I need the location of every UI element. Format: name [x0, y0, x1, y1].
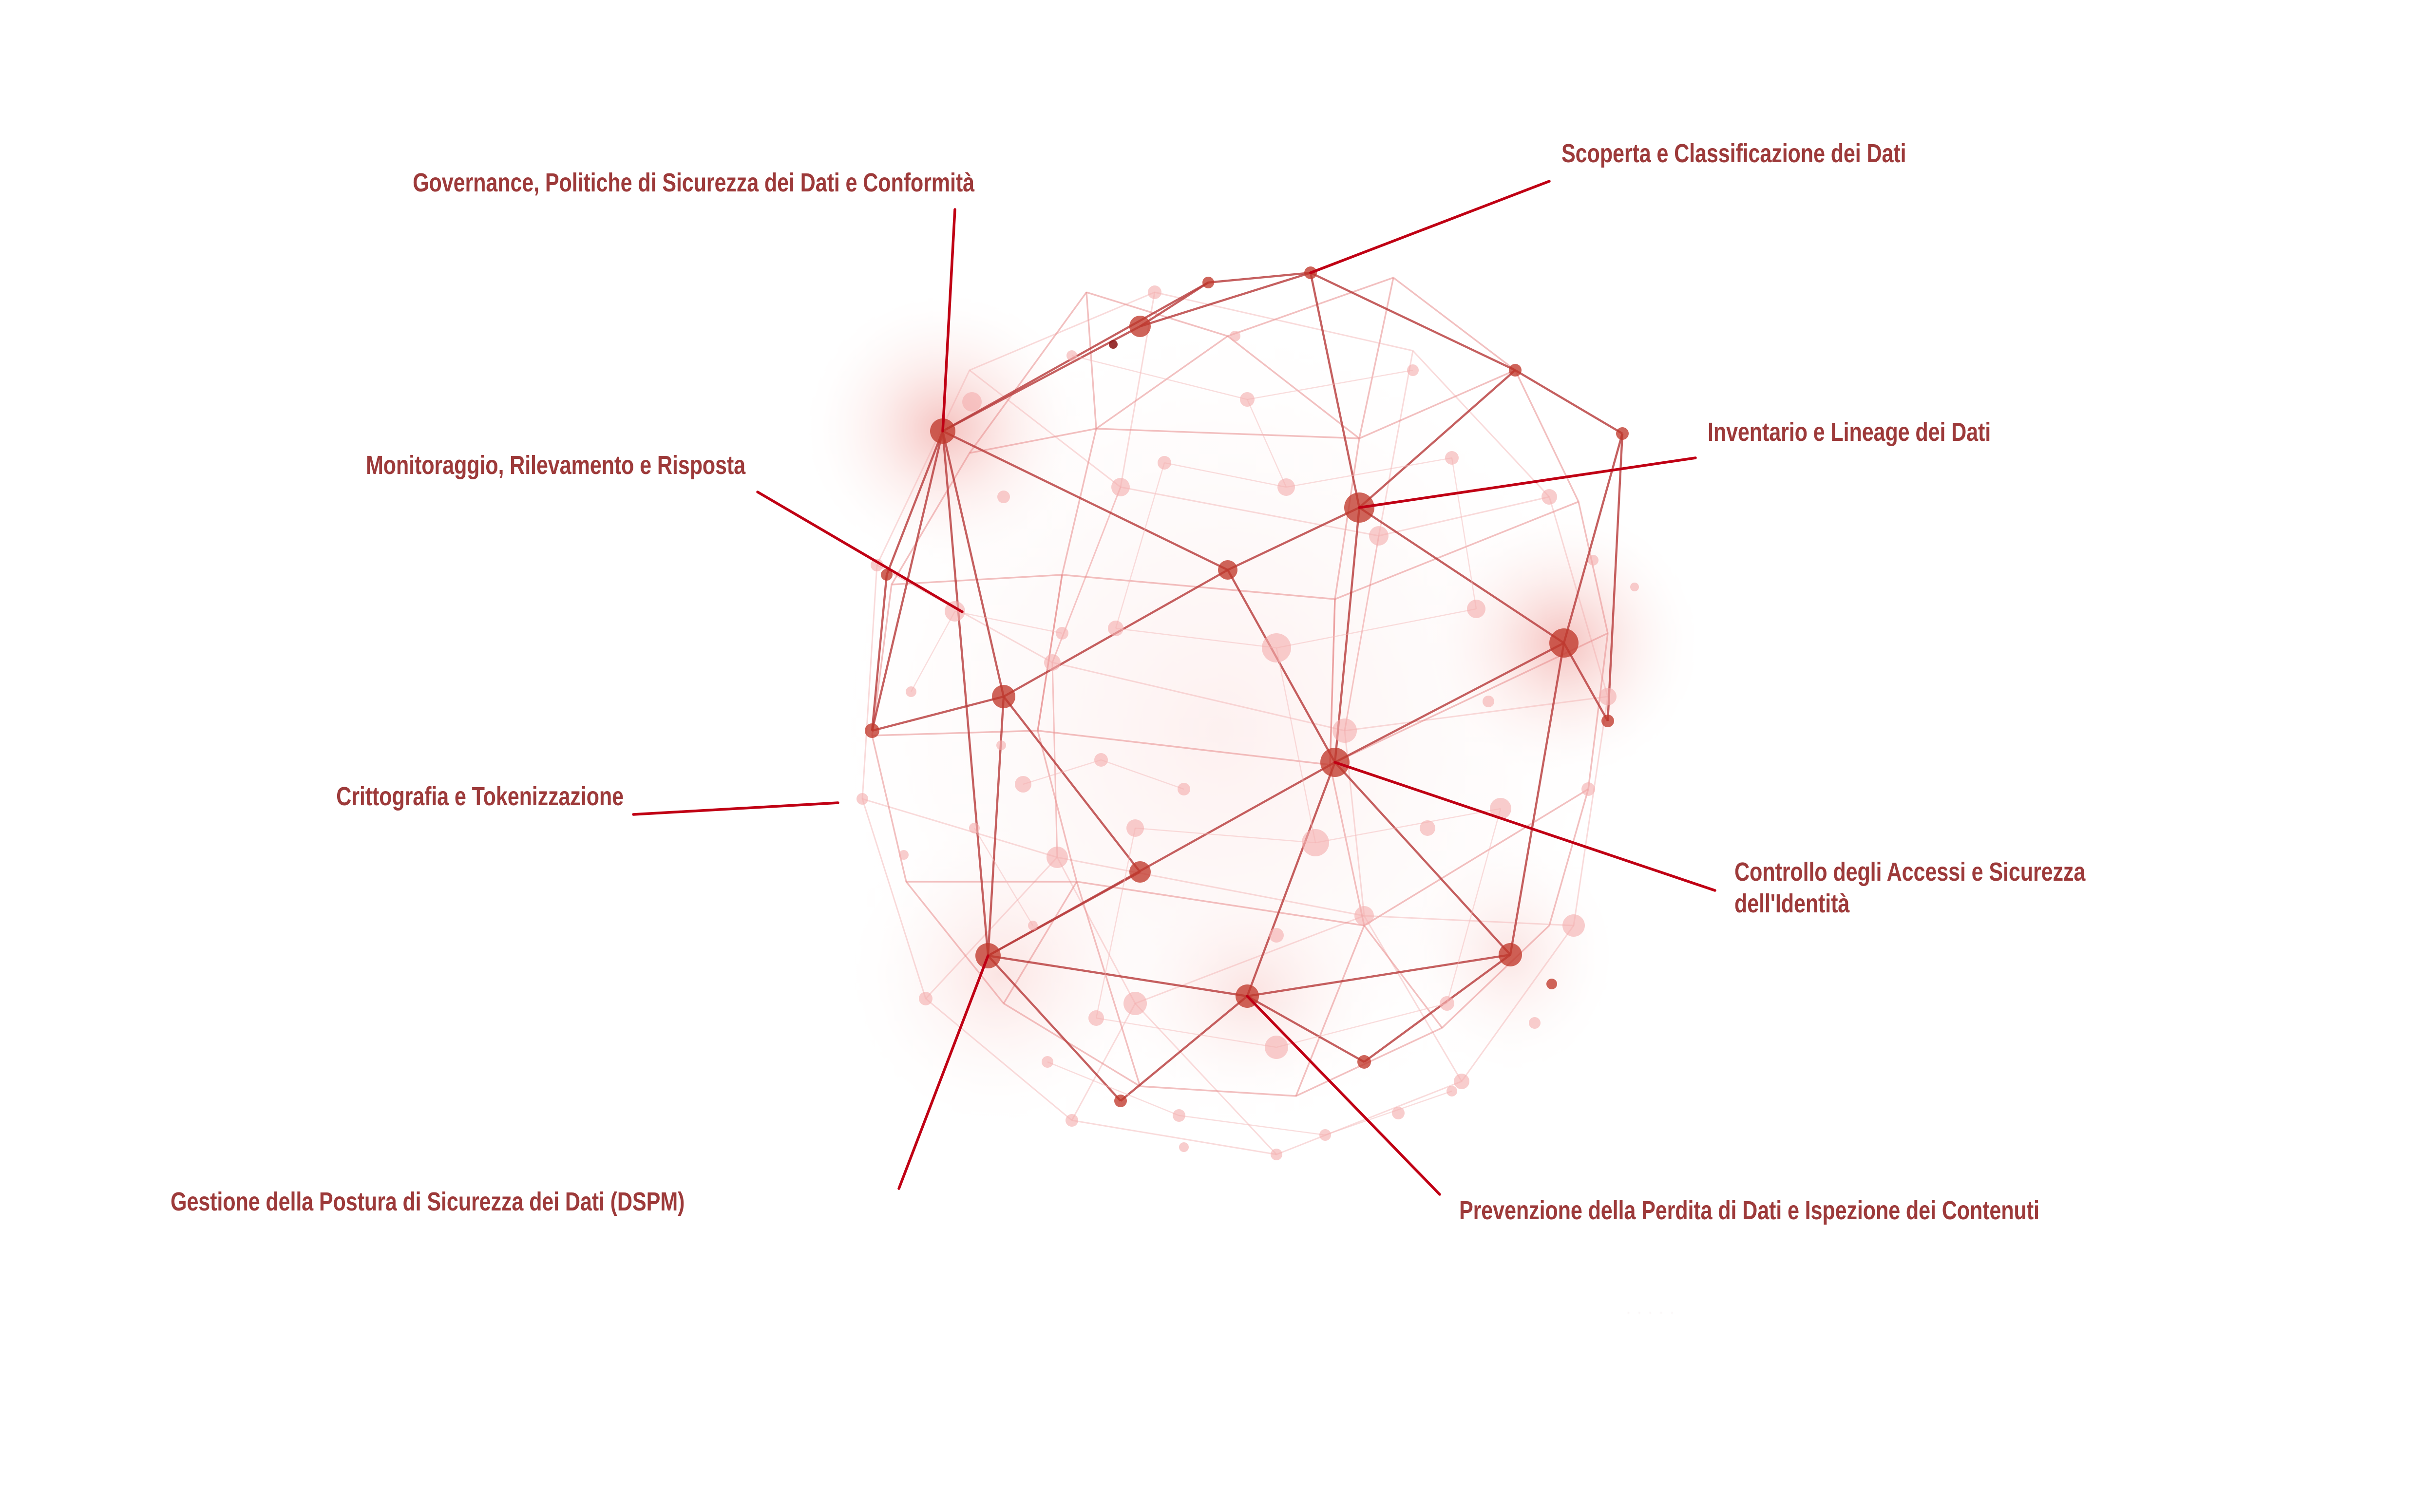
leader-line-governance: [941, 208, 956, 433]
sphere-nodes-hub: [865, 266, 1629, 1107]
accent-dot: [1109, 340, 1118, 349]
callout-label-inventario[interactable]: Inventario e Lineage dei Dati: [1708, 417, 1991, 447]
leader-line-dlp: [1246, 995, 1441, 1196]
leader-line-dspm: [897, 954, 990, 1190]
leader-line-crittografia: [632, 801, 839, 816]
leader-line-controllo: [1333, 761, 1716, 892]
sphere-edges-front: [871, 271, 1624, 1102]
callout-label-dspm[interactable]: Gestione della Postura di Sicurezza dei …: [171, 1187, 685, 1216]
sphere-nodes-faint: [856, 285, 1639, 1160]
callout-label-governance[interactable]: Governance, Politiche di Sicurezza dei D…: [413, 168, 974, 197]
callout-label-dlp[interactable]: Prevenzione della Perdita di Dati e Ispe…: [1459, 1196, 2039, 1225]
callout-label-monitoraggio[interactable]: Monitoraggio, Rilevamento e Risposta: [365, 451, 745, 480]
faint-text-artifact: · · · · ·: [1627, 1308, 1677, 1318]
leader-line-scoperta: [1309, 180, 1551, 274]
callout-label-scoperta[interactable]: Scoperta e Classificazione dei Dati: [1561, 139, 1906, 168]
callout-label-crittografia[interactable]: Crittografia e Tokenizzazione: [336, 782, 624, 811]
leader-lines: [632, 180, 1716, 1196]
leader-line-monitoraggio: [756, 491, 964, 613]
callout-label-controllo[interactable]: Controllo degli Accessi e Sicurezza dell…: [1734, 857, 2086, 918]
leader-line-inventario: [1358, 456, 1697, 509]
sphere-haze: [799, 287, 1705, 1159]
